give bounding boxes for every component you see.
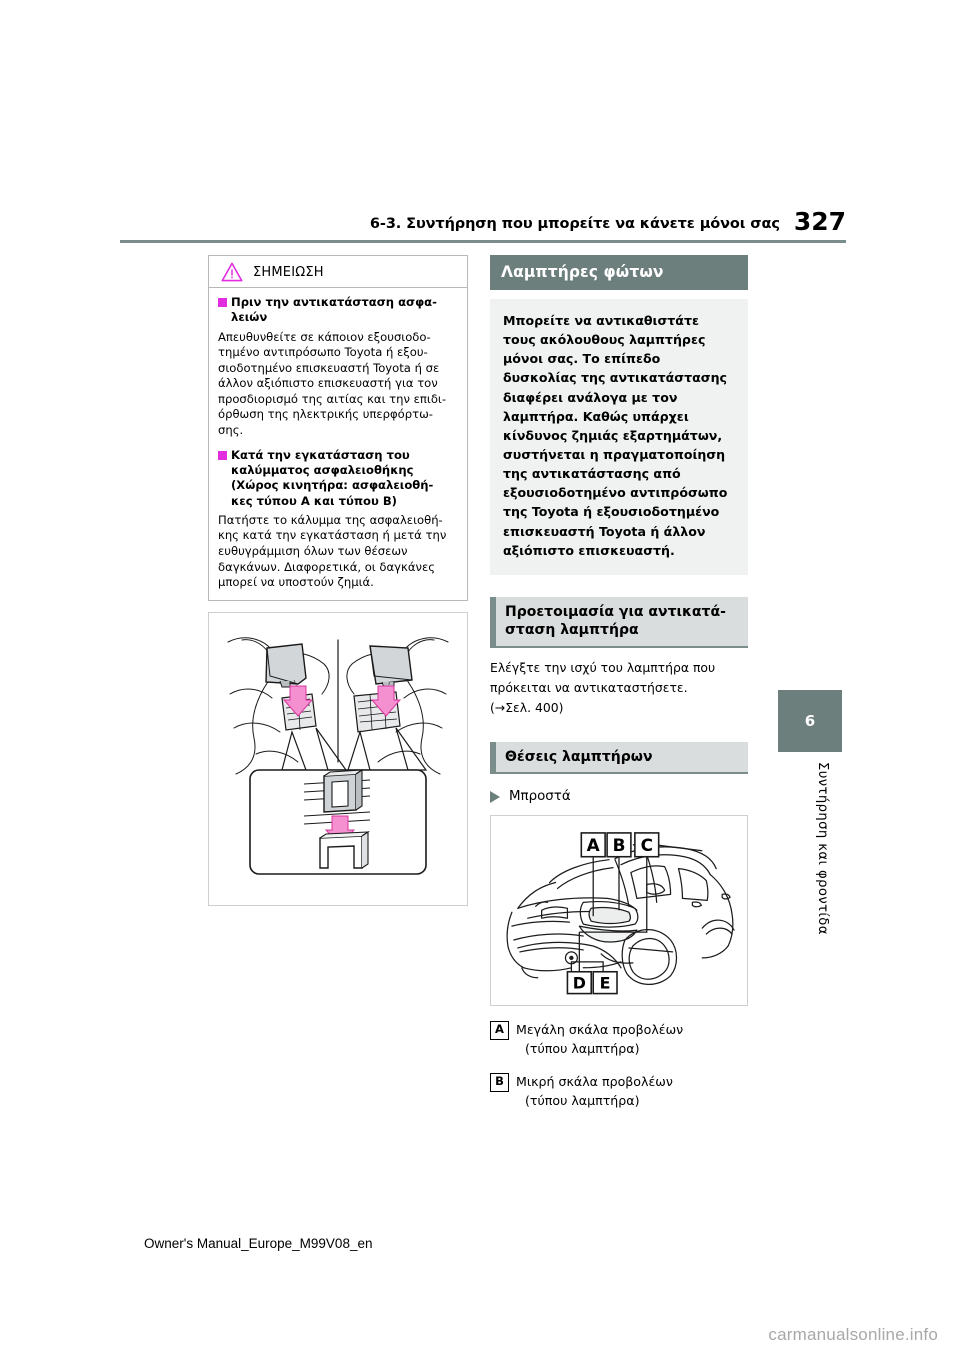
chapter-tab-label: Συντήρηση και φροντίδα <box>815 762 830 935</box>
bulbs-intro-panel: Μπορείτε να αντικαθιστάτε τους ακόλουθου… <box>490 299 748 575</box>
svg-text:C: C <box>641 835 653 855</box>
right-column: Λαμπτήρες φώτων Μπορείτε να αντικαθιστάτ… <box>490 255 748 1124</box>
subheading-bulb-positions: Θέσεις λαμπτήρων <box>490 741 748 775</box>
svg-text:B: B <box>613 835 626 855</box>
legend-line1-a: Μεγάλη σκάλα προβολέων <box>516 1021 684 1037</box>
subheading-bulb-preparation: Προετοιμασία για αντικατά- σταση λαμπτήρ… <box>490 596 748 649</box>
front-bulb-locations-diagram: A B C D E <box>506 832 735 995</box>
notice-heading-text-1: Πριν την αντικατάσταση ασφα- λειών <box>231 295 437 325</box>
callout-a: A <box>580 832 606 858</box>
square-bullet-icon <box>218 298 227 307</box>
legend-key-b: B <box>490 1072 509 1092</box>
list-item: B Μικρή σκάλα προβολέων (τύπου λαμπτήρα) <box>490 1072 748 1111</box>
bulb-preparation-text: Ελέγξτε την ισχύ του λαμπτήρα που πρόκει… <box>490 660 716 715</box>
header-divider <box>120 240 846 243</box>
page-header: 6-3. Συντήρηση που μπορείτε να κάνετε μό… <box>120 200 846 234</box>
notice-box: ΣΗΜΕΙΩΣΗ Πριν την αντικατάσταση ασφα- λε… <box>208 255 468 601</box>
legend-text-b: Μικρή σκάλα προβολέων (τύπου λαμπτήρα) <box>516 1072 673 1111</box>
notice-paragraph-2: Πατήστε το κάλυμμα της ασφαλειοθή- κης κ… <box>218 512 447 590</box>
legend-text-a: Μεγάλη σκάλα προβολέων (τύπου λαμπτήρα) <box>516 1020 683 1059</box>
notice-heading-text-2: Κατά την εγκατάσταση του καλύμματος ασφα… <box>231 447 434 508</box>
svg-text:D: D <box>573 974 586 993</box>
notice-body: Πριν την αντικατάσταση ασφα- λειών Απευθ… <box>209 288 467 600</box>
left-column: ΣΗΜΕΙΩΣΗ Πριν την αντικατάσταση ασφα- λε… <box>208 255 470 906</box>
callout-c: C <box>634 832 660 858</box>
svg-text:E: E <box>600 974 611 993</box>
legend-line1-b: Μικρή σκάλα προβολέων <box>516 1073 673 1089</box>
notice-paragraph-1: Απευθυνθείτε σε κάποιον εξουσιοδο- τημέν… <box>218 329 447 438</box>
bulb-legend-list: A Μεγάλη σκάλα προβολέων (τύπου λαμπτήρα… <box>490 1020 748 1111</box>
triangle-marker-icon <box>490 790 500 803</box>
breadcrumb: 6-3. Συντήρηση που μπορείτε να κάνετε μό… <box>369 215 780 232</box>
notice-title: ΣΗΜΕΙΩΣΗ <box>253 264 324 280</box>
callout-e: E <box>592 971 618 995</box>
chapter-tab-number: 6 <box>778 690 842 752</box>
legend-key-a: A <box>490 1020 509 1040</box>
list-item: A Μεγάλη σκάλα προβολέων (τύπου λαμπτήρα… <box>490 1020 748 1059</box>
fuse-cover-type-a <box>265 642 307 688</box>
legend-line2-b: (τύπου λαμπτήρα) <box>525 1093 640 1109</box>
fuse-cover-slot <box>319 830 370 869</box>
watermark: carmanualsonline.info <box>768 1325 938 1344</box>
notice-bullet-heading-1: Πριν την αντικατάσταση ασφα- λειών <box>218 295 458 326</box>
subsection-front: Μπροστά <box>490 789 748 804</box>
press-arrow-right-icon <box>370 685 402 717</box>
callout-b: B <box>606 832 632 858</box>
notice-header: ΣΗΜΕΙΩΣΗ <box>209 256 467 288</box>
fuse-cover-clip <box>323 768 365 813</box>
document-code: Owner's Manual_Europe_M99V08_en <box>144 1236 373 1251</box>
bulbs-intro-text: Μπορείτε να αντικαθιστάτε τους ακόλουθου… <box>503 313 728 558</box>
notice-bullet-heading-2: Κατά την εγκατάσταση του καλύμματος ασφα… <box>218 448 458 509</box>
callout-d: D <box>566 971 593 995</box>
warning-triangle-icon <box>221 262 243 282</box>
svg-text:A: A <box>587 835 600 855</box>
fuse-box-figure <box>208 611 468 906</box>
fuse-box-cover-installation-diagram <box>227 637 449 875</box>
square-bullet-icon <box>218 450 227 460</box>
fuse-cover-type-b <box>369 644 413 689</box>
page-number: 327 <box>793 207 846 236</box>
subsection-front-label: Μπροστά <box>509 789 571 805</box>
section-heading-bulbs: Λαμπτήρες φώτων <box>490 255 748 290</box>
press-arrow-left-icon <box>282 685 314 717</box>
front-bulb-figure: A B C D E <box>490 815 748 1006</box>
legend-line2-a: (τύπου λαμπτήρα) <box>525 1041 640 1057</box>
